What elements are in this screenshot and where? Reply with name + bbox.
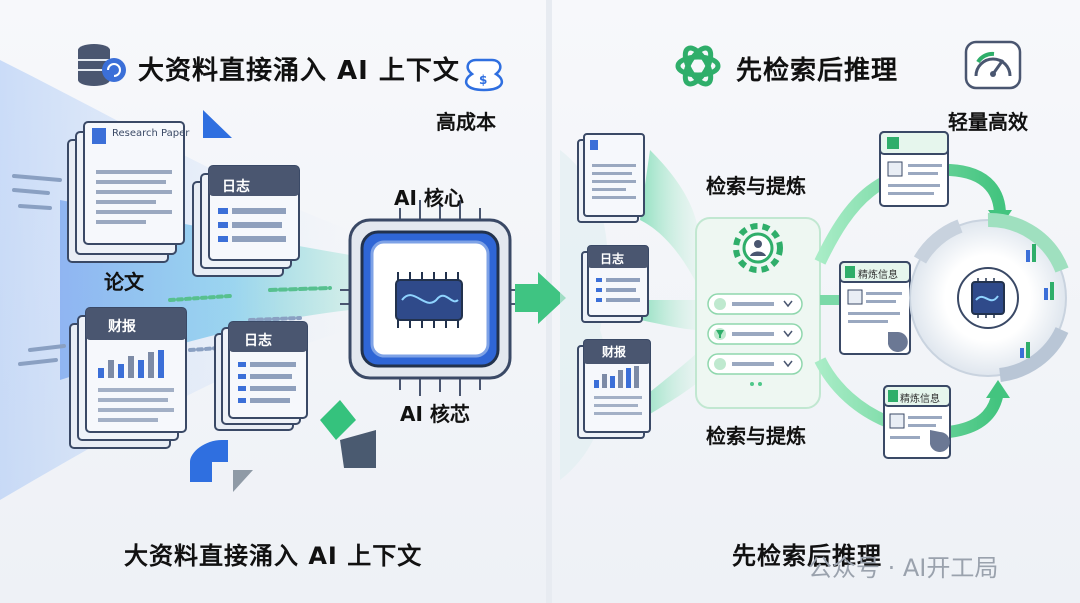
efficient-ai-hub	[909, 212, 1069, 382]
refined-bottom-tag: 精炼信息	[900, 394, 940, 405]
right-log-tag: 日志	[600, 252, 625, 266]
right-footer: 先检索后推理	[732, 542, 882, 570]
filter-icon	[707, 323, 803, 345]
database-icon	[78, 44, 126, 86]
core-output-arrow	[515, 272, 566, 324]
cost-label: 高成本	[436, 110, 496, 134]
search-pill	[707, 293, 803, 315]
retrieval-panel	[695, 217, 821, 409]
decor-green-shape	[320, 400, 356, 440]
paper-stack	[67, 121, 185, 263]
core-bottom-label: AI 核芯	[400, 402, 470, 426]
decor-dark-shape	[340, 430, 376, 468]
finance-tag: 财报	[108, 319, 136, 335]
paper-header: Research Paper	[112, 128, 190, 139]
refined-mid-tag: 精炼信息	[858, 270, 898, 281]
left-footer: 大资料直接涌入 AI 上下文	[124, 542, 423, 570]
efficiency-label: 轻量高效	[948, 110, 1028, 134]
money-bag-icon: $	[464, 58, 504, 92]
log-stack-top	[192, 165, 300, 277]
paper-label: 论文	[104, 270, 144, 294]
core-top-label: AI 核心	[394, 186, 464, 210]
log-top-tag: 日志	[222, 179, 250, 195]
right-doc-finance	[577, 339, 651, 439]
decor-triangle	[203, 110, 232, 138]
green-beam-top	[640, 150, 700, 290]
right-title: 先检索后推理	[736, 56, 899, 86]
finance-stack	[69, 307, 187, 449]
refined-card-top	[879, 131, 949, 207]
decor-corner	[190, 440, 228, 482]
right-finance-tag: 财报	[602, 345, 627, 359]
log-stack-bottom	[214, 321, 308, 431]
green-beam-mid	[640, 300, 700, 330]
gear-icon	[733, 223, 783, 273]
retrieve-top-label: 检索与提炼	[706, 174, 806, 198]
green-beam-bottom	[640, 350, 700, 420]
log-bottom-tag: 日志	[244, 333, 272, 349]
decor-triangle-gray	[233, 470, 253, 492]
openai-logo-icon	[675, 45, 721, 87]
refined-card-bottom	[883, 385, 951, 459]
gauge-icon	[964, 40, 1022, 90]
ai-core-chip	[340, 200, 522, 396]
chip-icon	[971, 278, 1005, 318]
retrieve-bottom-label: 检索与提炼	[706, 424, 806, 448]
watermark: 公众号 · AI开工局	[808, 554, 999, 582]
left-title: 大资料直接涌入 AI 上下文	[138, 56, 460, 86]
right-doc-log	[581, 245, 649, 323]
svg-text:$: $	[479, 73, 487, 87]
right-doc-top	[577, 133, 645, 223]
